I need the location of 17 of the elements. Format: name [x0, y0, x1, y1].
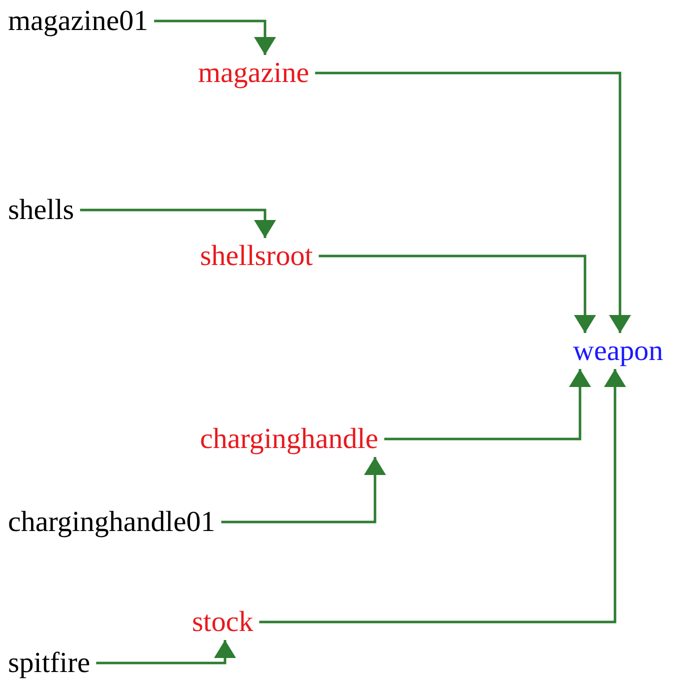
node-label: magazine01	[8, 4, 148, 38]
arrow	[96, 640, 236, 664]
node-label: charginghandle	[200, 422, 378, 456]
arrow	[221, 457, 386, 524]
node-label: shellsroot	[200, 239, 313, 273]
arrow	[384, 369, 591, 440]
node-label: charginghandle01	[8, 505, 216, 539]
node-label: magazine	[198, 56, 310, 90]
node-label: stock	[192, 605, 254, 639]
node-label: shells	[8, 193, 74, 227]
arrow	[318, 254, 596, 333]
node-label: spitfire	[8, 646, 90, 680]
arrow	[259, 369, 626, 624]
node-label: weapon	[573, 334, 664, 368]
arrow	[154, 20, 276, 55]
arrow	[80, 208, 276, 238]
arrow	[315, 72, 631, 333]
